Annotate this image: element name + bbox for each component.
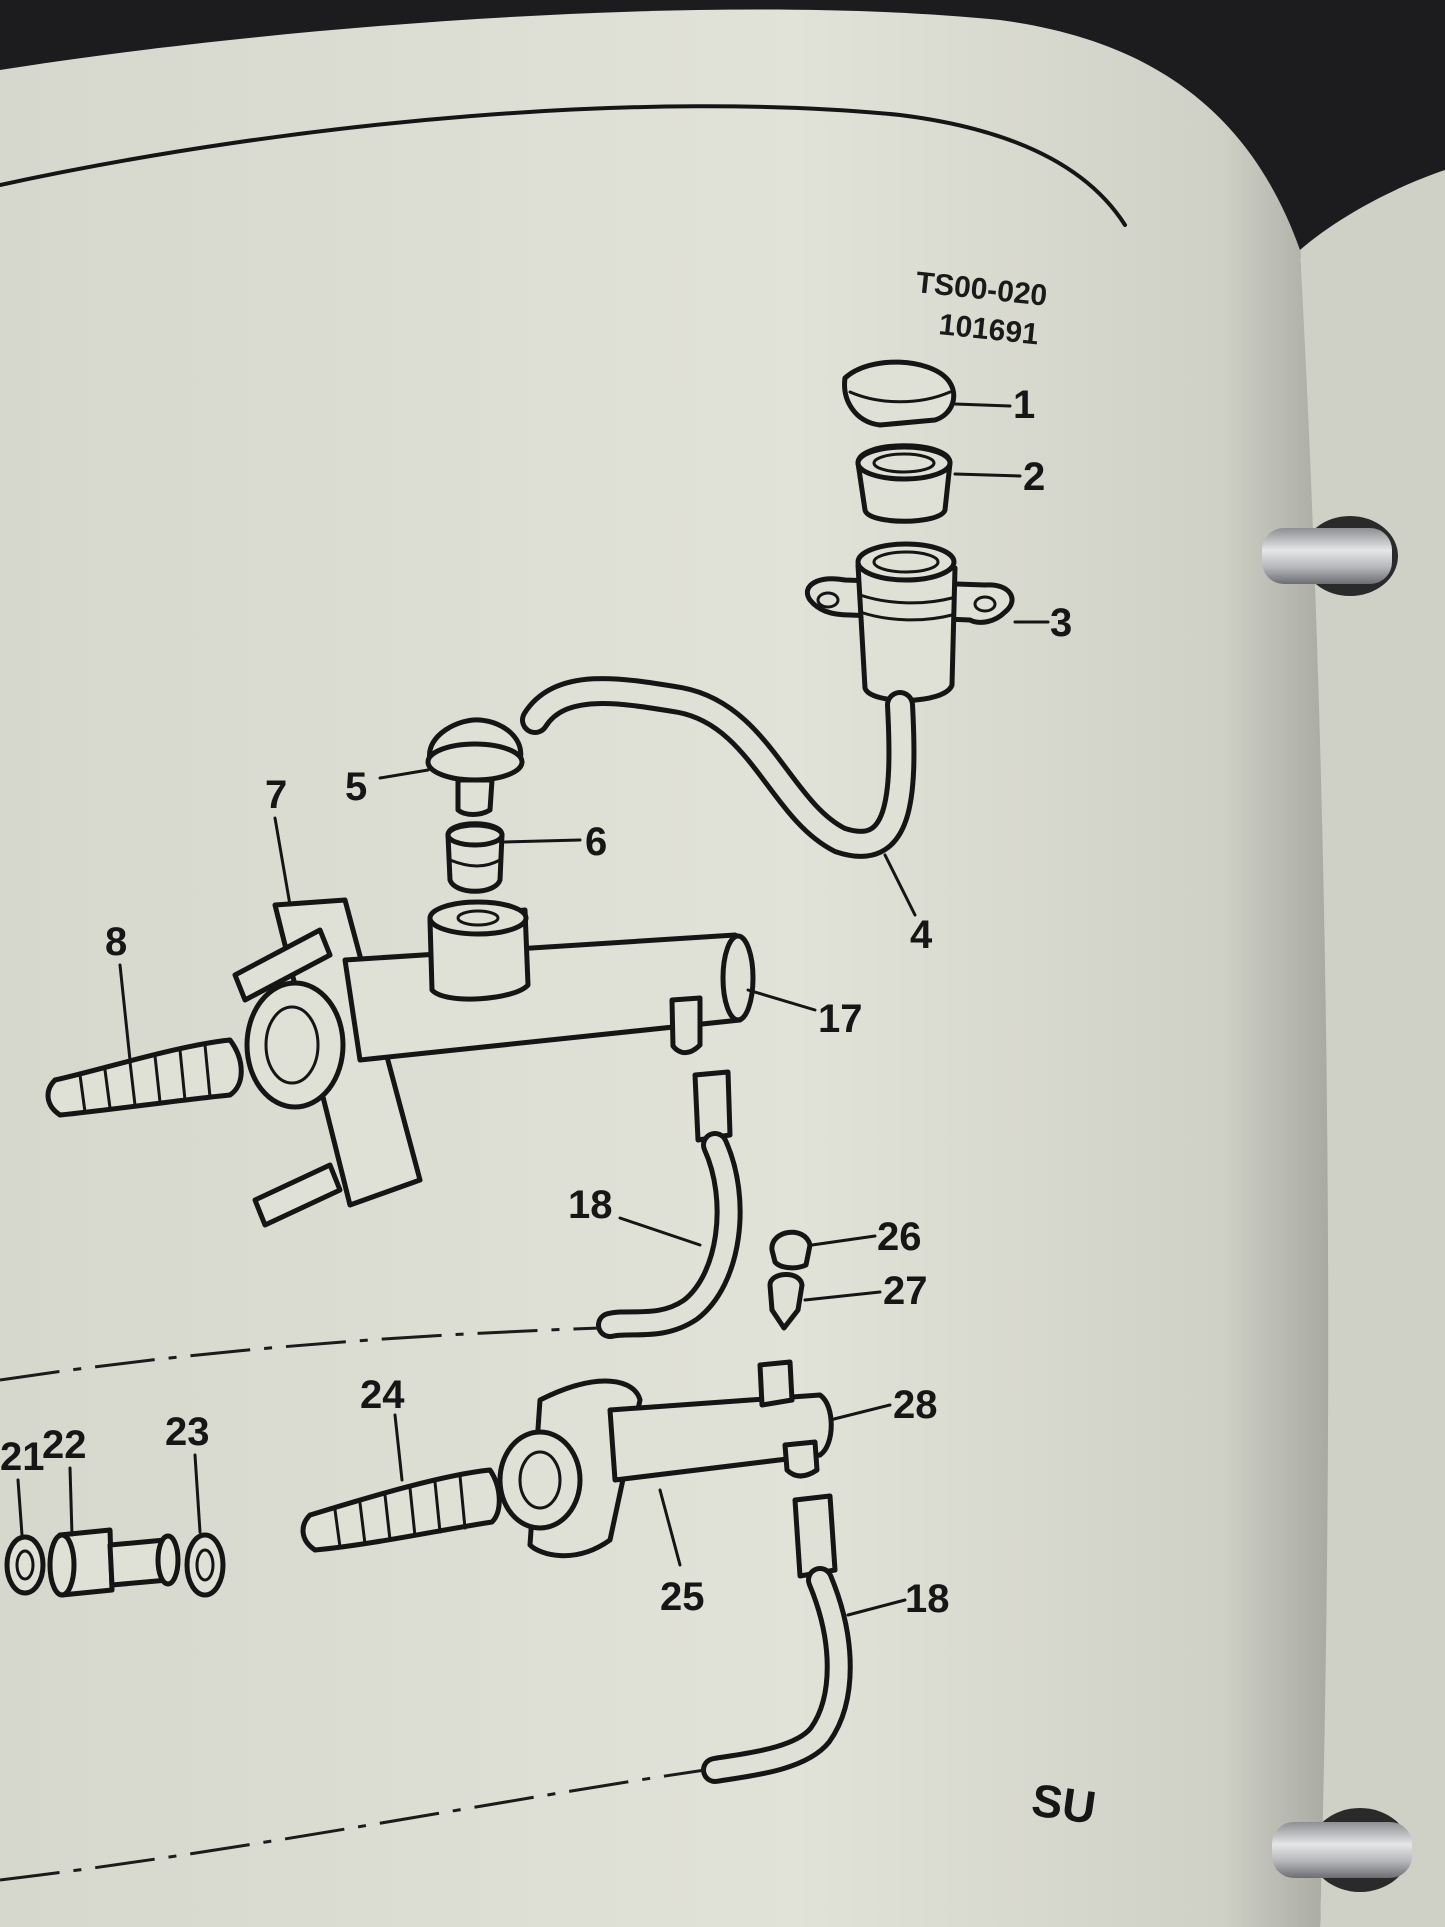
callout-3: 3: [1050, 601, 1072, 645]
callout-18b: 18: [905, 1577, 950, 1621]
part-21-clip: [4, 1534, 46, 1596]
leader-23: [193, 1453, 202, 1534]
part-18-hose-lower: [701, 1493, 853, 1784]
part-2-bushing: [855, 443, 953, 524]
callout-7: 7: [265, 773, 287, 817]
right-page-edge: [1300, 170, 1445, 1927]
part-8-dust-boot: [45, 1037, 244, 1118]
callout-22: 22: [42, 1423, 87, 1467]
part-22-piston: [47, 1527, 181, 1598]
part-4-reservoir-hose: [520, 676, 917, 859]
leader-8: [118, 963, 132, 1062]
leader-18a: [618, 1216, 702, 1247]
callout-8: 8: [105, 920, 127, 964]
part-1-reservoir-cap: [842, 359, 957, 428]
part-23-washer: [184, 1532, 226, 1598]
callout-27: 27: [883, 1269, 928, 1313]
leader-17: [746, 988, 817, 1012]
leader-4: [883, 853, 917, 917]
callout-26: 26: [877, 1215, 922, 1259]
callout-1: 1: [1013, 383, 1035, 427]
callout-18a: 18: [568, 1183, 613, 1227]
part-25-slave-cylinder: [497, 1359, 834, 1559]
leader-27: [803, 1290, 882, 1302]
binder-ring-bottom: [1272, 1808, 1412, 1892]
callout-28: 28: [893, 1383, 938, 1427]
separator-lower: [0, 1768, 706, 1882]
part-7-master-cylinder: [244, 897, 756, 1208]
leader-22: [68, 1466, 74, 1537]
part-24-slave-boot: [300, 1467, 502, 1553]
callout-5: 5: [345, 765, 367, 809]
callout-25: 25: [660, 1575, 705, 1619]
leader-25: [658, 1488, 682, 1567]
page-border-top: [0, 104, 1127, 227]
callout-2: 2: [1023, 455, 1045, 499]
mounting-studs: [232, 927, 343, 1228]
leader-21: [16, 1478, 24, 1537]
leader-7: [273, 816, 292, 907]
leader-5: [378, 768, 430, 780]
part-5-hose-connector: [425, 717, 525, 817]
callout-21: 21: [0, 1435, 45, 1479]
part-18-hose-upper: [596, 1069, 743, 1339]
leader-24: [393, 1413, 404, 1482]
part-26-bleeder-cap: [769, 1229, 813, 1271]
separator-upper: [0, 1326, 601, 1382]
leader-6: [503, 838, 582, 844]
binder-ring-top: [1262, 516, 1398, 596]
leader-18b: [846, 1598, 907, 1617]
leader-1: [953, 402, 1012, 408]
part-6-seal: [445, 821, 505, 894]
leader-28: [828, 1403, 892, 1422]
brand-mark: SU: [1029, 1773, 1100, 1833]
callout-4: 4: [910, 913, 933, 957]
callout-24: 24: [360, 1373, 405, 1417]
leader-2: [953, 472, 1022, 478]
leader-26: [810, 1234, 877, 1247]
callout-6: 6: [585, 820, 607, 864]
callout-23: 23: [165, 1410, 210, 1454]
part-27-bleeder-screw: [767, 1272, 805, 1331]
callout-17: 17: [818, 997, 863, 1041]
